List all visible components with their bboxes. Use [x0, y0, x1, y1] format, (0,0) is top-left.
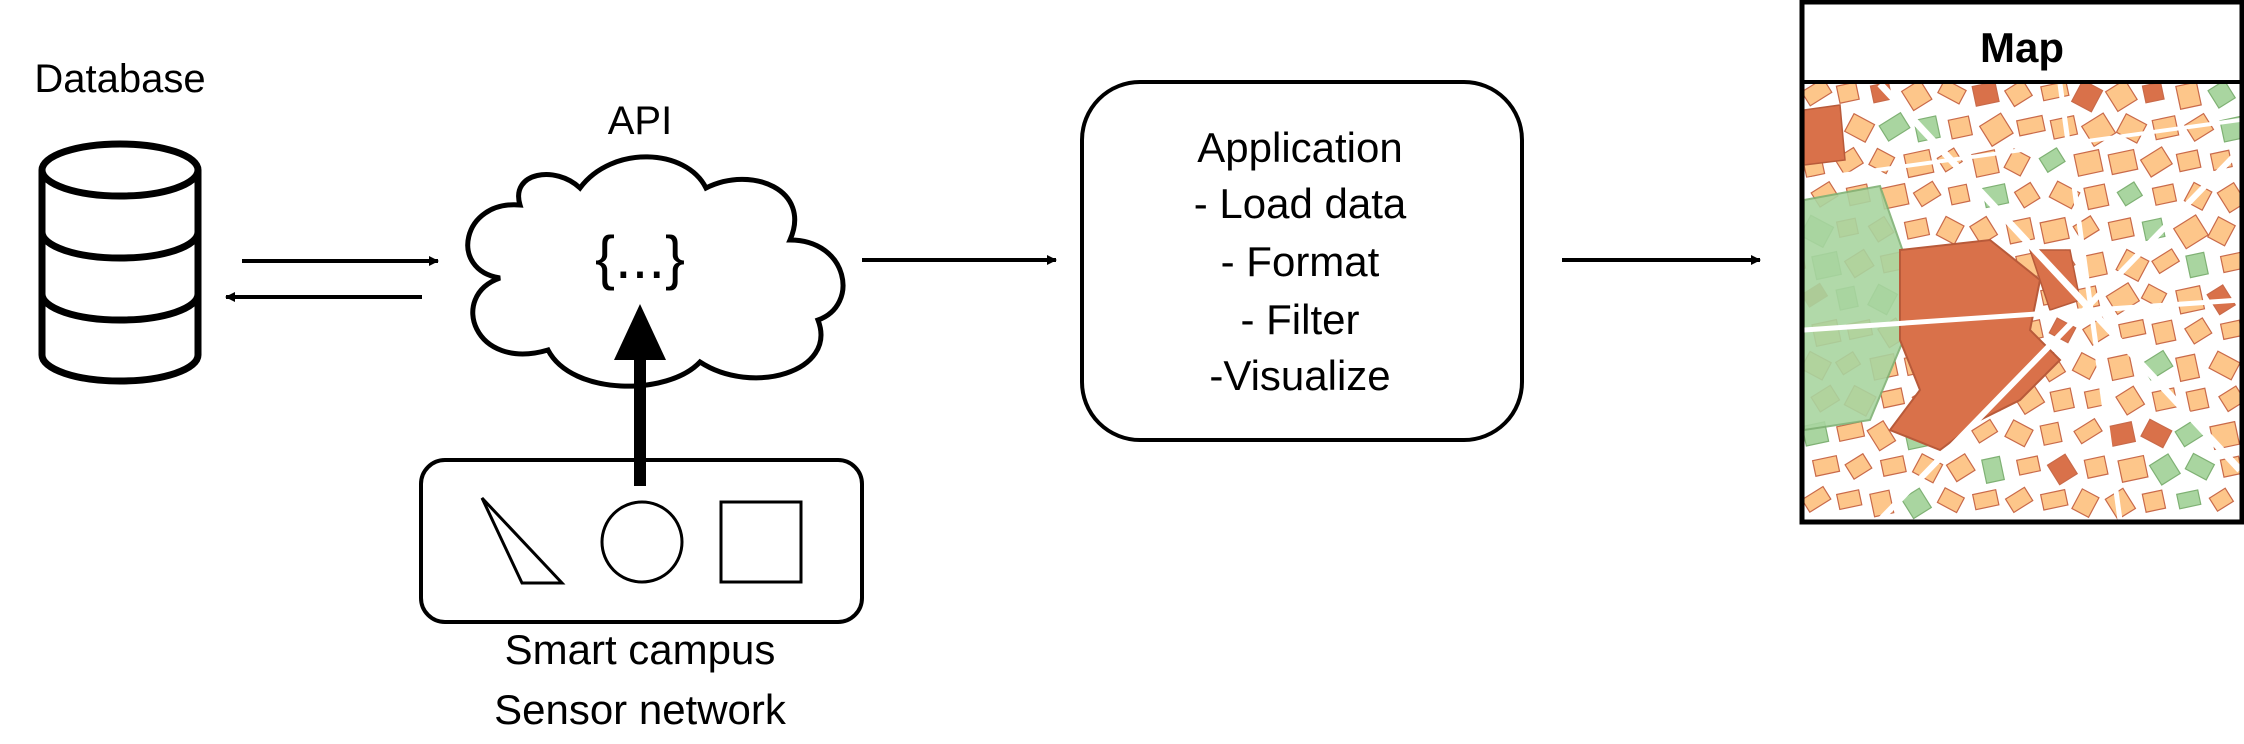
application-box — [1080, 80, 1524, 442]
cloud-icon — [465, 154, 846, 389]
database-label: Database — [34, 57, 205, 101]
square-icon — [719, 500, 803, 584]
database-icon — [38, 140, 202, 385]
sensor-label-line1: Smart campus — [505, 626, 776, 673]
api-glyph: {...} — [595, 224, 685, 291]
triangle-icon — [480, 496, 566, 585]
application-step-format: - Format — [1221, 238, 1380, 285]
map-border — [1799, 0, 2244, 525]
application-step-load: - Load data — [1194, 180, 1407, 227]
map-image — [1804, 84, 2240, 520]
application-step-visualize: -Visualize — [1209, 352, 1390, 399]
application-title: Application — [1197, 124, 1402, 171]
application-step-filter: - Filter — [1241, 296, 1360, 343]
api-label: API — [608, 99, 672, 143]
arrow-sensor-to-api-head — [614, 304, 666, 360]
map-title: Map — [1980, 24, 2064, 71]
circle-icon — [600, 500, 684, 584]
sensor-label-line2: Sensor network — [494, 686, 787, 733]
